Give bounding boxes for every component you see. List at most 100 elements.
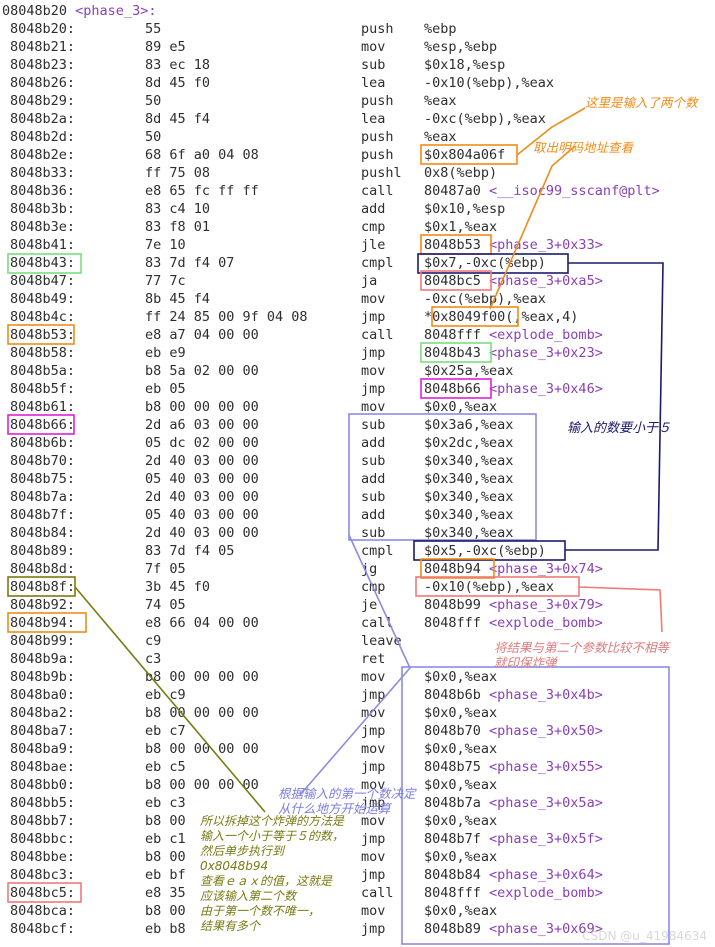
operand-text: 8048b84 bbox=[424, 867, 490, 883]
instruction-mnemonic: je bbox=[361, 597, 378, 613]
instruction-address: 8048b43: bbox=[10, 255, 76, 271]
instruction-operands: 8048b70 <phase_3+0x50> bbox=[424, 722, 603, 740]
instruction-mnemonic: sub bbox=[361, 489, 386, 505]
note-first-number-decides: 根据输入的第一个数决定 从什么地方开始运算 bbox=[278, 786, 416, 816]
instruction-address: 8048b26: bbox=[10, 75, 76, 91]
instruction-bytes: 68 6f a0 04 08 bbox=[145, 147, 259, 163]
instruction-address: 8048ba7: bbox=[10, 723, 76, 739]
note-compare-second: 将结果与第二个参数比较不相等 就印保炸弹 bbox=[494, 640, 670, 670]
operand-text: $0x2dc,%eax bbox=[424, 435, 514, 451]
instruction-address: 8048b49: bbox=[10, 291, 76, 307]
instruction-operands: 8048b7f <phase_3+0x5f> bbox=[424, 830, 603, 848]
operand-symbol: <explode_bomb> bbox=[489, 327, 603, 343]
instruction-operands: 80487a0 <__isoc99_sscanf@plt> bbox=[424, 182, 660, 200]
instruction-bytes: 7e 10 bbox=[145, 237, 186, 253]
instruction-address: 8048b29: bbox=[10, 93, 76, 109]
instruction-mnemonic: jmp bbox=[361, 687, 386, 703]
instruction-address: 8048b23: bbox=[10, 57, 76, 73]
instruction-address: 8048b7a: bbox=[10, 489, 76, 505]
operand-text: $0x0,%eax bbox=[424, 741, 498, 757]
operand-text: $0x0,%eax bbox=[424, 399, 498, 415]
operand-text: 8048b89 bbox=[424, 921, 490, 937]
instruction-operands: $0x1,%eax bbox=[424, 218, 497, 236]
instruction-operands: %esp,%ebp bbox=[424, 38, 497, 56]
instruction-operands: 8048b6b <phase_3+0x4b> bbox=[424, 686, 603, 704]
instruction-bytes: 83 7d f4 07 bbox=[145, 255, 235, 271]
instruction-mnemonic: sub bbox=[361, 417, 386, 433]
instruction-address: 8048b89: bbox=[10, 543, 76, 559]
instruction-operands: $0x804a06f bbox=[424, 146, 505, 164]
instruction-operands: $0x25a,%eax bbox=[424, 362, 513, 380]
instruction-operands: $0x340,%eax bbox=[424, 488, 513, 506]
instruction-bytes: b8 00 00 00 00 bbox=[145, 705, 259, 721]
operand-text: $0x340,%eax bbox=[424, 507, 514, 523]
instruction-mnemonic: add bbox=[361, 435, 386, 451]
instruction-bytes: eb b8 bbox=[145, 921, 186, 937]
instruction-mnemonic: jmp bbox=[361, 309, 386, 325]
instruction-bytes: 2d 40 03 00 00 bbox=[145, 489, 259, 505]
instruction-address: 8048b92: bbox=[10, 597, 76, 613]
instruction-bytes: eb c1 bbox=[145, 831, 186, 847]
instruction-bytes: e8 a7 04 00 00 bbox=[145, 327, 259, 343]
instruction-mnemonic: add bbox=[361, 471, 386, 487]
instruction-bytes: 50 bbox=[145, 129, 162, 145]
instruction-operands: 8048b53 <phase_3+0x33> bbox=[424, 236, 603, 254]
instruction-mnemonic: mov bbox=[361, 363, 386, 379]
instruction-address: 8048b70: bbox=[10, 453, 76, 469]
note-method: 所以拆掉这个炸弹的方法是 输入一个小于等于５的数， 然后单步执行到 0x8048… bbox=[200, 814, 345, 933]
operand-text: %esp,%ebp bbox=[424, 39, 498, 55]
function-address: 08048b20 bbox=[2, 3, 68, 19]
operand-text: $0x25a,%eax bbox=[424, 363, 514, 379]
instruction-bytes: eb bf bbox=[145, 867, 186, 883]
operand-text: %eax bbox=[424, 129, 457, 145]
instruction-address: 8048bc3: bbox=[10, 867, 76, 883]
operand-symbol: <phase_3+0x50> bbox=[489, 723, 603, 739]
instruction-bytes: eb c7 bbox=[145, 723, 186, 739]
instruction-mnemonic: cmpl bbox=[361, 255, 394, 271]
instruction-bytes: 8b 45 f4 bbox=[145, 291, 211, 307]
instruction-mnemonic: jmp bbox=[361, 345, 386, 361]
instruction-bytes: 77 7c bbox=[145, 273, 186, 289]
instruction-mnemonic: pushl bbox=[361, 165, 402, 181]
instruction-address: 8048bcf: bbox=[10, 921, 76, 937]
instruction-mnemonic: mov bbox=[361, 39, 386, 55]
operand-text: $0x0,%eax bbox=[424, 813, 498, 829]
instruction-operands: *0x8049f00(,%eax,4) bbox=[424, 308, 578, 326]
instruction-operands: 8048b99 <phase_3+0x79> bbox=[424, 596, 603, 614]
operand-text: -0x10(%ebp),%eax bbox=[424, 579, 555, 595]
operand-text: 8048b53 bbox=[424, 237, 490, 253]
operand-text: $0x804a06f bbox=[424, 147, 506, 163]
operand-text: 8048b43 bbox=[424, 345, 490, 361]
instruction-address: 8048b2a: bbox=[10, 111, 76, 127]
instruction-address: 8048b33: bbox=[10, 165, 76, 181]
instruction-address: 8048bae: bbox=[10, 759, 76, 775]
instruction-mnemonic: call bbox=[361, 885, 394, 901]
instruction-bytes: 8d 45 f0 bbox=[145, 75, 211, 91]
instruction-mnemonic: mov bbox=[361, 741, 386, 757]
instruction-bytes: e8 35 bbox=[145, 885, 186, 901]
note-less-than-five: 输入的数要小于５ bbox=[567, 421, 672, 436]
instruction-bytes: 89 e5 bbox=[145, 39, 186, 55]
instruction-operands: %ebp bbox=[424, 20, 457, 38]
operand-symbol: <phase_3+0x79> bbox=[489, 597, 603, 613]
instruction-mnemonic: push bbox=[361, 21, 394, 37]
instruction-operands: 8048b94 <phase_3+0x74> bbox=[424, 560, 603, 578]
instruction-address: 8048b8f: bbox=[10, 579, 76, 595]
instruction-address: 8048b21: bbox=[10, 39, 76, 55]
instruction-operands: $0x340,%eax bbox=[424, 452, 513, 470]
instruction-address: 8048b36: bbox=[10, 183, 76, 199]
instruction-address: 8048bb0: bbox=[10, 777, 76, 793]
instruction-address: 8048ba9: bbox=[10, 741, 76, 757]
instruction-bytes: 7f 05 bbox=[145, 561, 186, 577]
instruction-operands: -0xc(%ebp),%eax bbox=[424, 290, 546, 308]
instruction-mnemonic: mov bbox=[361, 813, 386, 829]
instruction-bytes: b8 00 bbox=[145, 813, 186, 829]
instruction-mnemonic: sub bbox=[361, 453, 386, 469]
operand-text: 8048b7a bbox=[424, 795, 490, 811]
instruction-bytes: 83 c4 10 bbox=[145, 201, 211, 217]
operand-text: 8048fff bbox=[424, 615, 490, 631]
instruction-operands: $0x340,%eax bbox=[424, 506, 513, 524]
instruction-bytes: eb 05 bbox=[145, 381, 186, 397]
instruction-address: 8048b9b: bbox=[10, 669, 76, 685]
operand-symbol: <explode_bomb> bbox=[489, 615, 603, 631]
